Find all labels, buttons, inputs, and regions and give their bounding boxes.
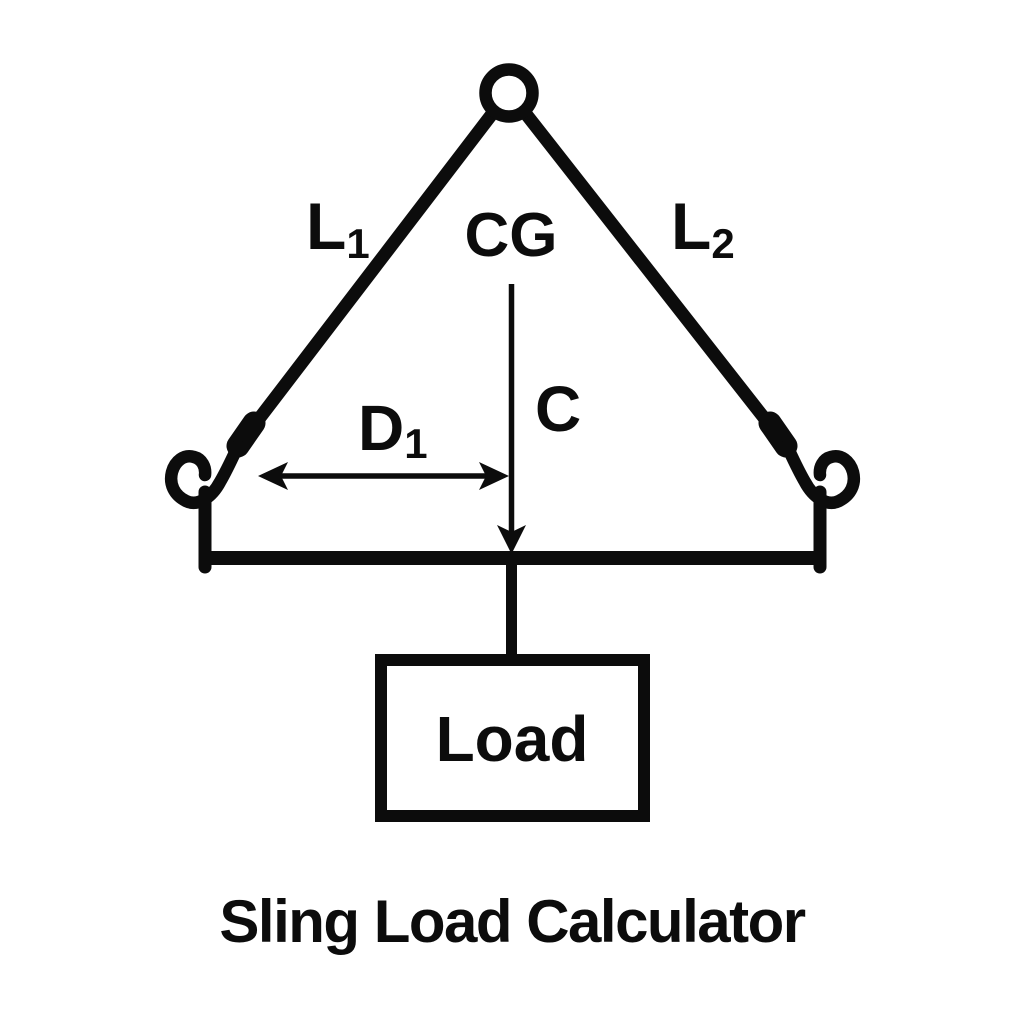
cg-arrowhead-icon — [497, 525, 526, 554]
label-height-c: C — [535, 373, 581, 445]
d1-arrowhead-left-icon — [258, 462, 288, 490]
sling-leg-right — [519, 107, 779, 435]
label-sling-right-base: L — [671, 189, 711, 263]
label-distance: D1 — [358, 392, 428, 467]
label-distance-sub: 1 — [404, 420, 427, 467]
load-box — [375, 654, 650, 822]
hook-right-icon — [780, 439, 861, 509]
label-sling-left-sub: 1 — [346, 220, 369, 267]
label-cg: CG — [465, 201, 558, 270]
label-sling-left: L1 — [306, 189, 370, 267]
d1-arrowhead-right-icon — [479, 462, 509, 490]
label-sling-left-base: L — [306, 189, 346, 263]
page-title: Sling Load Calculator — [219, 888, 805, 955]
label-distance-base: D — [358, 392, 404, 464]
label-sling-right-sub: 2 — [711, 220, 734, 267]
lifting-ring-icon — [479, 63, 539, 123]
label-sling-right: L2 — [671, 189, 735, 267]
sling-leg-left — [245, 107, 499, 435]
hook-left-icon — [164, 439, 245, 509]
load-box-label: Load — [436, 703, 589, 775]
